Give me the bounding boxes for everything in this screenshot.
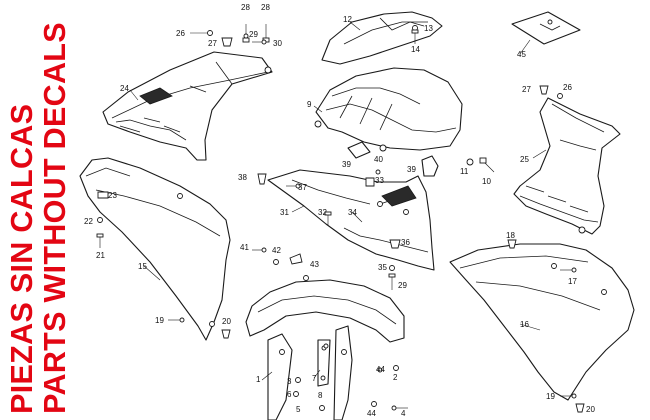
- callout-19-b: 19: [546, 392, 555, 401]
- callout-24: 24: [120, 84, 129, 93]
- callout-36: 36: [401, 238, 410, 247]
- callout-13: 13: [424, 24, 433, 33]
- callout-26-a: 26: [176, 29, 185, 38]
- callout-44-a: 44: [376, 365, 385, 374]
- callout-30: 31: [280, 208, 289, 217]
- callout-28-b: 28: [261, 3, 270, 12]
- callout-7: 7: [312, 374, 317, 383]
- callout-4: 4: [401, 409, 406, 418]
- callout-39-a: 39: [342, 160, 351, 169]
- part-fuel-tank-cover: [314, 67, 463, 151]
- callout-9: 9: [307, 100, 312, 109]
- callout-2: 2: [393, 373, 398, 382]
- callout-18: 18: [506, 231, 515, 240]
- callout-8: 8: [318, 391, 323, 400]
- callout-15: 15: [138, 262, 147, 271]
- callout-25: 25: [520, 155, 529, 164]
- callout-35: 35: [378, 263, 387, 272]
- callout-16: 16: [520, 320, 529, 329]
- hardware-fasteners: [96, 24, 585, 413]
- callout-43: 43: [310, 260, 319, 269]
- callout-17: 17: [568, 277, 577, 286]
- callout-numbers: 28 28 26 27 29 30 12 13 14 45 24 9 27 26…: [84, 3, 595, 418]
- callout-23: 23: [108, 191, 117, 200]
- callout-1: 1: [256, 375, 261, 384]
- callout-22: 22: [84, 217, 93, 226]
- part-rubber-blocks: [347, 141, 439, 177]
- callout-20-a: 20: [222, 317, 231, 326]
- callout-21: 21: [96, 251, 105, 260]
- callout-28-a: 28: [241, 3, 250, 12]
- callout-38: 38: [238, 173, 247, 182]
- callout-27-b: 27: [522, 85, 531, 94]
- part-sticker-sheet: [511, 11, 581, 45]
- callout-11: 11: [460, 167, 469, 176]
- callout-3: 3: [287, 377, 292, 386]
- callout-40: 40: [374, 155, 383, 164]
- callout-20-b: 20: [586, 405, 595, 414]
- callout-5: 5: [296, 405, 301, 414]
- part-left-lower-panel: [79, 157, 231, 341]
- callout-41: 41: [240, 243, 249, 252]
- callout-14: 14: [411, 45, 420, 54]
- callout-12: 12: [343, 15, 352, 24]
- callout-44-b: 44: [367, 409, 376, 418]
- part-left-upper-fairing: [102, 51, 273, 161]
- part-front-mudguard: [245, 279, 405, 420]
- callout-10: 10: [482, 177, 491, 186]
- part-bracket: [317, 339, 331, 387]
- part-right-lower-panel: [449, 243, 635, 401]
- callout-6: 6: [287, 390, 292, 399]
- part-tank-top-cover: [321, 11, 443, 65]
- callout-33: 33: [375, 176, 384, 185]
- part-right-upper-fairing: [513, 97, 621, 235]
- callout-39-b: 39: [407, 165, 416, 174]
- callout-34: 29: [398, 281, 407, 290]
- callout-45: 45: [517, 50, 526, 59]
- callout-31: 32: [318, 208, 327, 217]
- callout-29-b: 30: [273, 39, 282, 48]
- callout-37: 37: [298, 183, 307, 192]
- leader-lines: [129, 21, 547, 381]
- part-center-side-cover: [267, 169, 435, 271]
- callout-32: 34: [348, 208, 357, 217]
- callout-42: 42: [272, 246, 281, 255]
- callout-27-a: 27: [208, 39, 217, 48]
- callout-26-b: 26: [563, 83, 572, 92]
- callout-29-a: 29: [249, 30, 258, 39]
- callout-19-a: 19: [155, 316, 164, 325]
